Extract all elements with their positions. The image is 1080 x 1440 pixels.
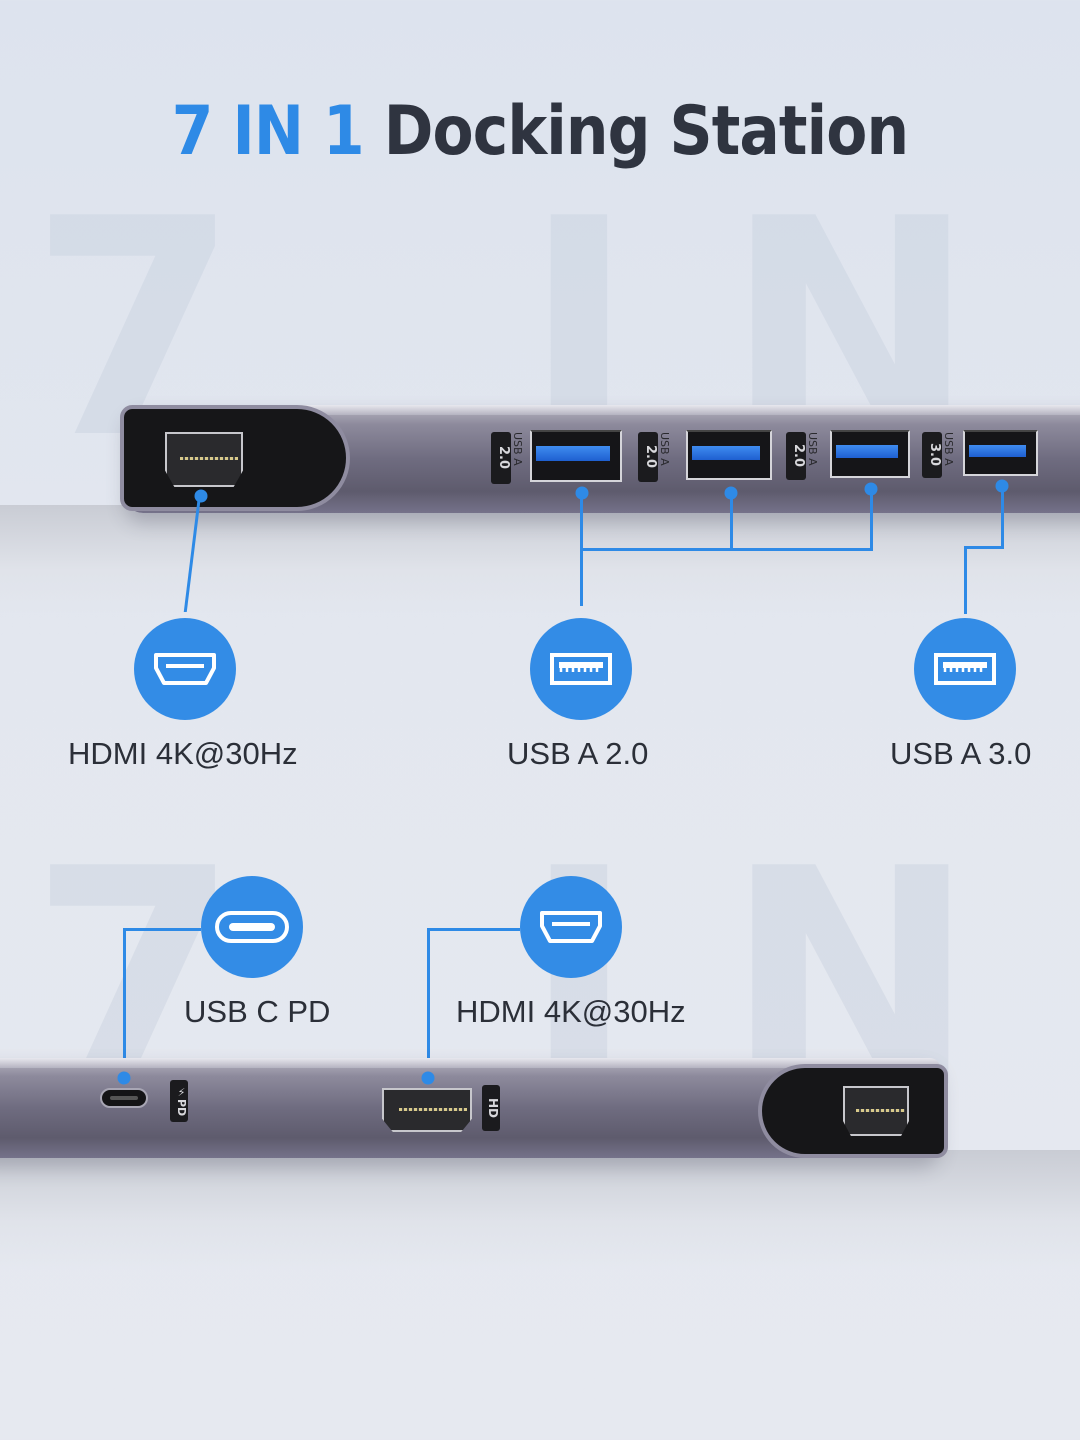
callout-label-hdmi-bottom: HDMI 4K@30Hz xyxy=(456,994,686,1029)
connector-line-hdmi-bottom-h xyxy=(427,928,520,931)
port-label-pd: ⚡PD xyxy=(170,1080,188,1122)
callout-label-usb-a-3: USB A 3.0 xyxy=(890,736,1032,771)
page-title: 7 IN 1 Docking Station xyxy=(65,92,1015,171)
connector-line-usb-bus xyxy=(580,548,873,551)
port-type-usb-2: USB A xyxy=(658,432,671,466)
usb-a-port-3 xyxy=(830,430,910,478)
connector-line-usb-2 xyxy=(730,493,733,550)
hub-end-cap-top xyxy=(120,405,350,511)
title-main: Docking Station xyxy=(383,92,909,171)
usb-a-port-1 xyxy=(530,430,622,482)
callout-hdmi-top xyxy=(134,618,236,720)
callout-usb-a-2 xyxy=(530,618,632,720)
hdmi-port-top xyxy=(165,432,243,487)
callout-label-hdmi-top: HDMI 4K@30Hz xyxy=(68,736,298,771)
port-type-usb-3: USB A xyxy=(806,432,819,466)
port-label-usb-1: 2.0 xyxy=(491,432,511,484)
connector-line-usb-3 xyxy=(870,489,873,550)
usb-c-port xyxy=(100,1088,148,1108)
title-accent: 7 IN 1 xyxy=(171,92,365,171)
floor-shadow-bottom xyxy=(0,1150,1080,1270)
port-type-usb-4: USB A xyxy=(942,432,955,466)
port-label-usb-3: 2.0 xyxy=(786,432,806,480)
connector-line-hdmi-bottom-v xyxy=(427,928,430,1078)
port-label-usb-2: 2.0 xyxy=(638,432,658,482)
usb-a-port-4 xyxy=(963,430,1038,476)
callout-label-usb-c: USB C PD xyxy=(184,994,331,1029)
usb-a-port-2 xyxy=(686,430,772,480)
hub-top-edge xyxy=(0,1058,940,1068)
callout-usb-c xyxy=(201,876,303,978)
hdmi-port-bottom-side xyxy=(382,1088,472,1132)
callout-hdmi-bottom xyxy=(520,876,622,978)
connector-line-usbc-v xyxy=(123,928,126,1078)
connector-line-usb-4-h xyxy=(964,546,1004,549)
usb-c-icon xyxy=(215,911,289,943)
hdmi-icon xyxy=(540,911,602,943)
connector-line-usb-4-v xyxy=(1001,486,1004,548)
floor-shadow-top xyxy=(0,505,1080,615)
callout-usb-a-3 xyxy=(914,618,1016,720)
usb-a-icon xyxy=(934,653,996,685)
connector-dot-hdmi-bottom xyxy=(421,1071,435,1085)
usb-a-icon xyxy=(550,653,612,685)
port-type-usb-1: USB A xyxy=(511,432,524,466)
callout-label-usb-a-2: USB A 2.0 xyxy=(507,736,649,771)
connector-dot-usb-c xyxy=(117,1071,131,1085)
hdmi-port-bottom-end xyxy=(843,1086,909,1136)
hub-top-edge xyxy=(125,405,1080,415)
lightning-icon: ⚡ xyxy=(175,1085,188,1099)
connector-line-usb-4-drop xyxy=(964,546,967,614)
hdmi-icon xyxy=(154,653,216,685)
connector-line-usbc-h xyxy=(123,928,201,931)
port-label-hd: HD xyxy=(482,1085,500,1131)
port-label-usb-4: 3.0 xyxy=(922,432,942,478)
